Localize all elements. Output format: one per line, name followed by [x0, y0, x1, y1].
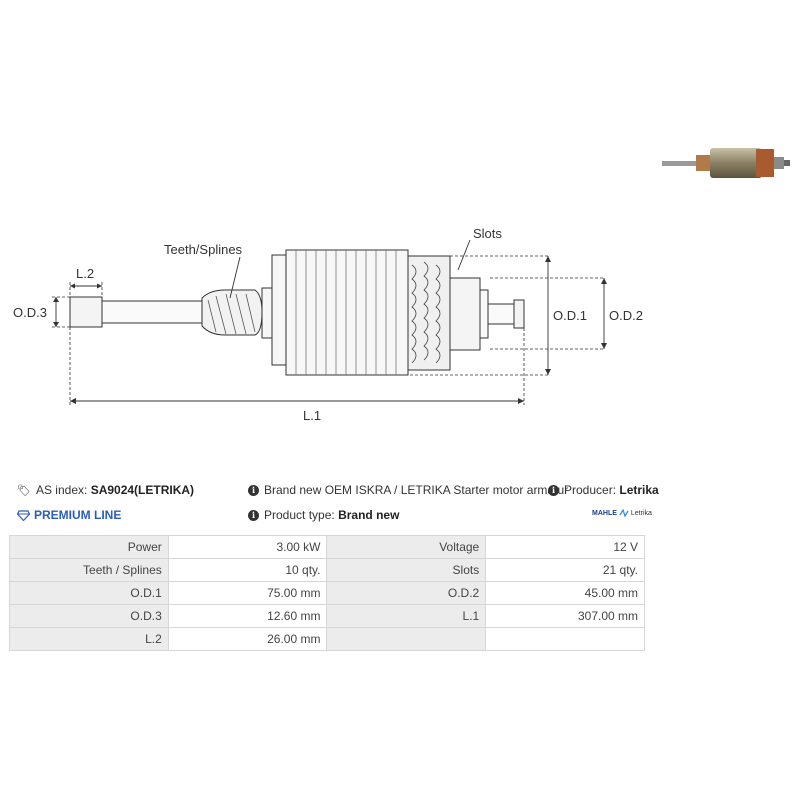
product-thumbnail[interactable] [656, 140, 798, 186]
as-index-row: 🏷 AS index: SA9024(LETRIKA) [17, 483, 194, 497]
spec-label: O.D.2 [326, 581, 487, 605]
product-type-value: Brand new [338, 508, 400, 522]
spec-value: 26.00 mm [167, 627, 328, 651]
spec-value: 75.00 mm [167, 581, 328, 605]
product-type-label: Product type: [264, 508, 335, 522]
premium-line-badge: PREMIUM LINE [17, 508, 121, 522]
od2-label: O.D.2 [609, 308, 643, 323]
info-icon: i [548, 484, 559, 496]
tags-icon: 🏷 [17, 484, 31, 497]
mahle-letrika-logo: MAHLE Letrika [592, 509, 652, 517]
spec-label: Teeth / Splines [9, 558, 169, 582]
wave-icon [619, 509, 629, 517]
producer-label: Producer: [564, 483, 617, 497]
as-index-value[interactable]: SA9024(LETRIKA) [90, 483, 195, 497]
description-row: i Brand new OEM ISKRA / LETRIKA Starter … [248, 483, 568, 497]
teeth-splines-label: Teeth/Splines [164, 242, 243, 257]
spec-value [485, 627, 645, 651]
l2-label: L.2 [76, 266, 94, 281]
spec-value: 21 qty. [485, 558, 645, 582]
spec-value: 45.00 mm [485, 581, 645, 605]
spec-label: L.2 [9, 627, 169, 651]
spec-value: 10 qty. [167, 558, 328, 582]
slots-label: Slots [473, 226, 502, 241]
product-type-row: i Product type: Brand new [248, 508, 399, 522]
spec-label: Voltage [326, 535, 487, 559]
spec-label: O.D.3 [9, 604, 169, 628]
spec-label: Power [9, 535, 169, 559]
spec-value: 307.00 mm [485, 604, 645, 628]
as-index-label: AS index: [35, 483, 88, 497]
producer-value[interactable]: Letrika [619, 483, 659, 497]
od1-label: O.D.1 [553, 308, 587, 323]
letrika-logo-text: Letrika [630, 509, 652, 517]
description-text: Brand new OEM ISKRA / LETRIKA Starter mo… [264, 483, 569, 497]
spec-value: 12 V [485, 535, 645, 559]
premium-line-label: PREMIUM LINE [34, 508, 122, 522]
spec-label: O.D.1 [9, 581, 169, 605]
info-icon: i [248, 484, 259, 496]
armature-technical-drawing: Teeth/Splines Slots L.2 O.D.3 O.D.1 O.D.… [13, 226, 643, 423]
spec-value: 12.60 mm [167, 604, 328, 628]
mahle-logo-text: MAHLE [592, 509, 617, 517]
spec-label: L.1 [326, 604, 487, 628]
spec-label: Slots [326, 558, 487, 582]
spec-value: 3.00 kW [167, 535, 328, 559]
diamond-icon [17, 509, 30, 521]
l1-label: L.1 [303, 408, 321, 423]
od3-label: O.D.3 [13, 305, 47, 320]
spec-label [326, 627, 487, 651]
info-icon: i [248, 509, 259, 521]
producer-row: i Producer: Letrika [548, 483, 659, 497]
